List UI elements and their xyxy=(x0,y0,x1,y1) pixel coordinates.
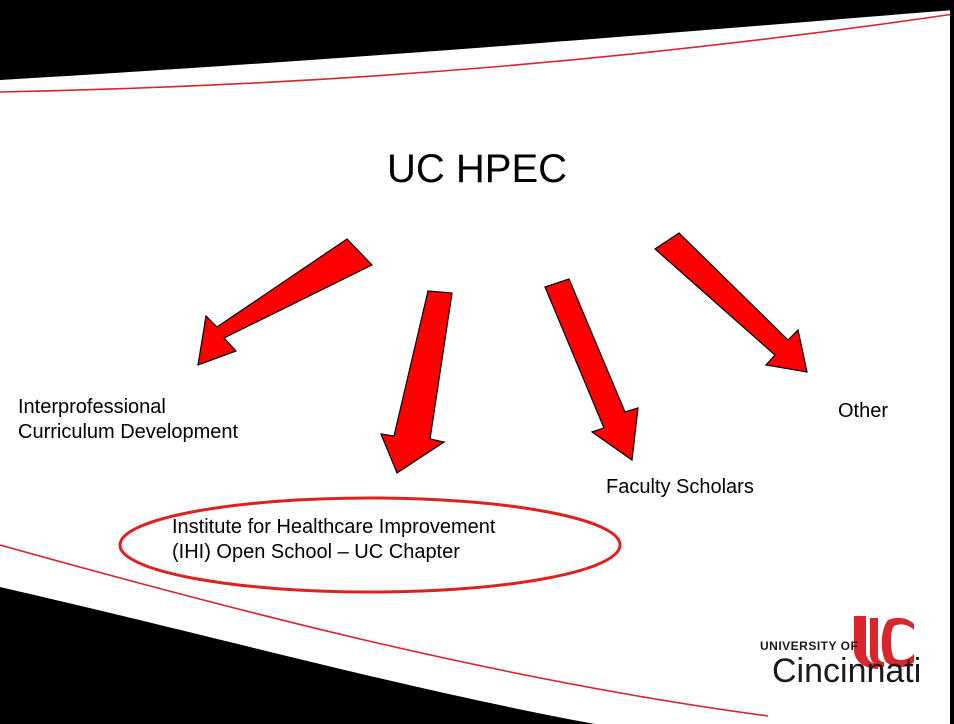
uc-logo-mark-icon xyxy=(854,616,914,669)
arrow-to-ihi xyxy=(380,290,453,474)
bottom-band xyxy=(0,587,595,724)
arrow-to-faculty xyxy=(544,278,639,462)
uc-logo: UNIVERSITY OF Cincinnati xyxy=(760,612,940,692)
top-accent-line xyxy=(0,13,954,93)
branch-ihi-label: Institute for Healthcare Improvement (IH… xyxy=(172,515,495,565)
bottom-accent-line xyxy=(0,544,769,717)
right-edge xyxy=(950,0,954,724)
branch-curriculum-line1: Interprofessional xyxy=(18,396,166,418)
branch-faculty-label: Faculty Scholars xyxy=(606,476,754,498)
top-band xyxy=(0,0,954,80)
branch-curriculum-line2: Curriculum Development xyxy=(18,421,239,443)
ihi-highlight-ellipse xyxy=(118,496,622,594)
arrow-to-curriculum xyxy=(197,238,374,366)
slide-title: UC HPEC xyxy=(386,147,568,191)
arrow-to-other xyxy=(654,232,808,373)
arrows xyxy=(197,232,808,474)
uc-logo-wordmark: Cincinnati xyxy=(772,652,922,690)
branch-other-label: Other xyxy=(838,400,889,422)
branch-ihi-line2: (IHI) Open School – UC Chapter xyxy=(172,541,460,563)
branch-curriculum-label: Interprofessional Curriculum Development xyxy=(18,395,238,445)
branch-ihi-line1: Institute for Healthcare Improvement xyxy=(172,516,496,538)
uc-logo-small-text: UNIVERSITY OF xyxy=(760,639,859,653)
